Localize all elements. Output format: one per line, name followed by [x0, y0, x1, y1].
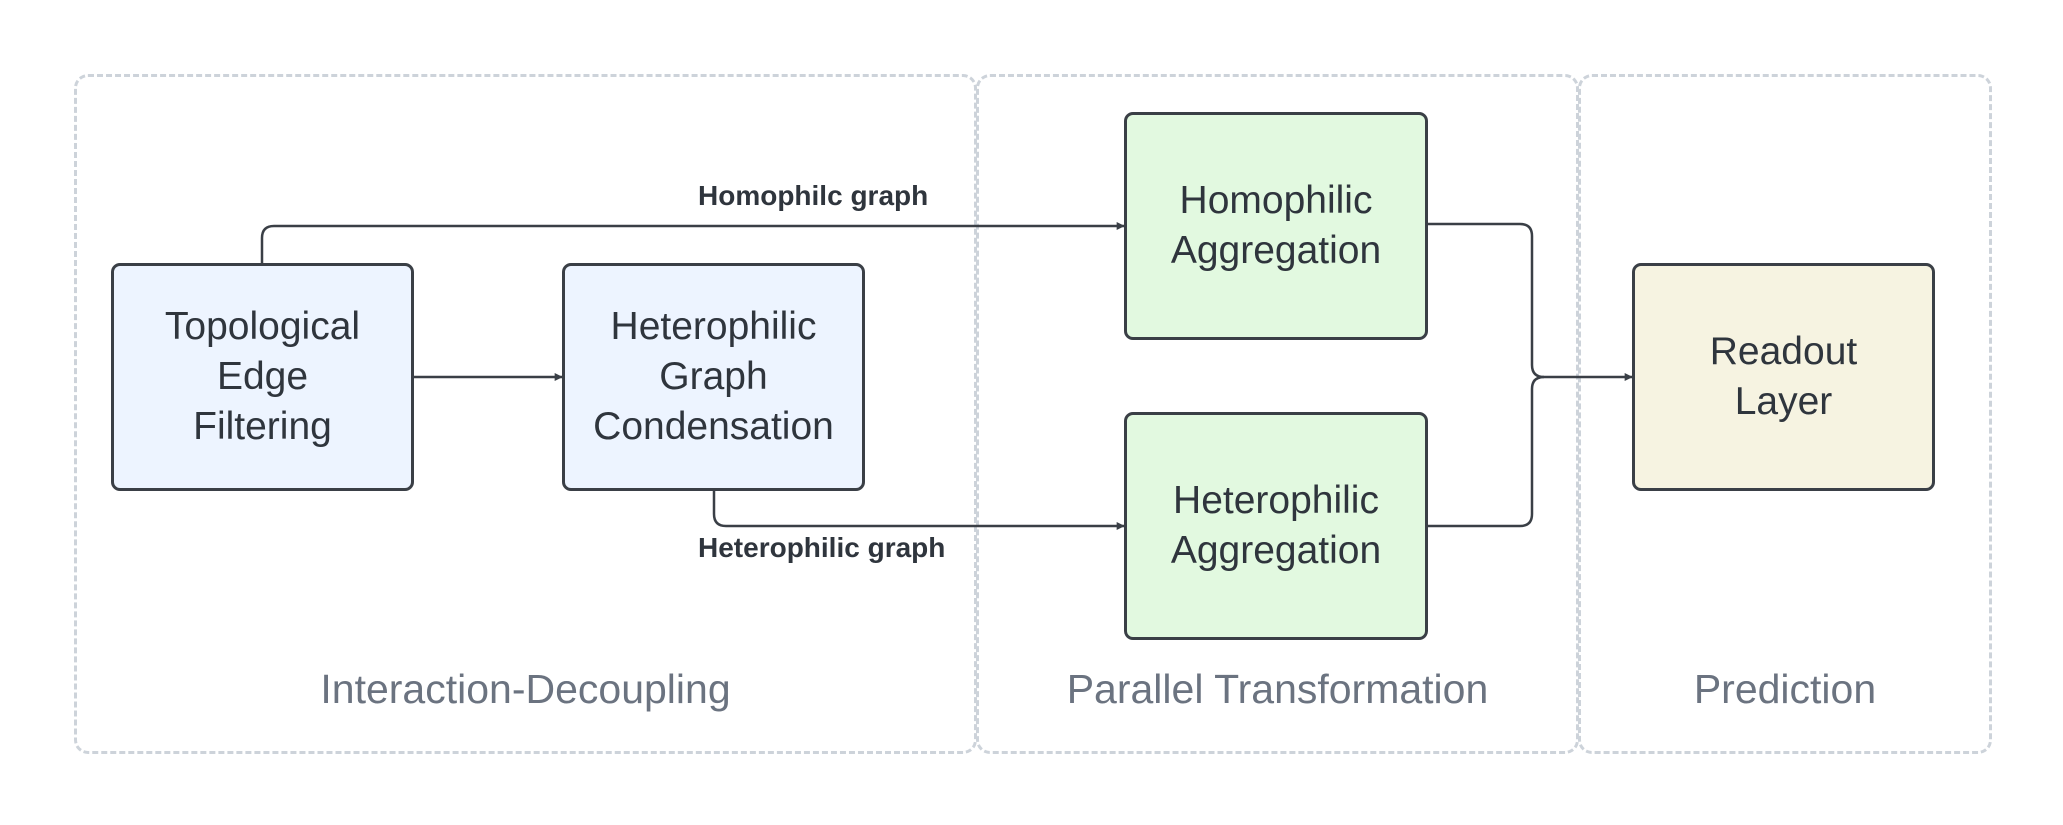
section-label-interaction-decoupling: Interaction-Decoupling — [320, 666, 731, 712]
edge-homophilic-to-readout — [1428, 222, 1633, 381]
node-label: Heterophilic Graph Condensation — [593, 305, 834, 448]
node-topological-edge-filtering[interactable]: Topological Edge Filtering — [111, 263, 414, 491]
edge-topological-to-homophilic-aggregation — [260, 222, 1125, 263]
node-homophilic-aggregation[interactable]: Homophilic Aggregation — [1124, 112, 1428, 340]
edge-label-homophilic-graph: Homophilc graph — [698, 180, 929, 211]
node-heterophilic-aggregation[interactable]: Heterophilic Aggregation — [1124, 412, 1428, 640]
section-prediction — [1578, 74, 1992, 754]
edge-heterophilic-to-readout — [1428, 375, 1545, 528]
section-label-parallel-transformation: Parallel Transformation — [1066, 666, 1489, 712]
node-label: Homophilic Aggregation — [1170, 179, 1382, 272]
section-parallel-transformation — [976, 74, 1579, 754]
section-interaction-decoupling — [74, 74, 977, 754]
node-readout-layer[interactable]: Readout Layer — [1632, 263, 1935, 491]
edge-label-heterophilic-graph: Heterophilic graph — [698, 532, 946, 563]
node-label: Heterophilic Aggregation — [1170, 479, 1382, 572]
section-label-prediction: Prediction — [1693, 666, 1877, 712]
edge-condensation-to-heterophilic-aggregation — [712, 491, 1125, 530]
node-heterophilic-graph-condensation[interactable]: Heterophilic Graph Condensation — [562, 263, 865, 491]
node-label: Readout Layer — [1709, 330, 1858, 423]
node-label: Topological Edge Filtering — [164, 305, 361, 448]
